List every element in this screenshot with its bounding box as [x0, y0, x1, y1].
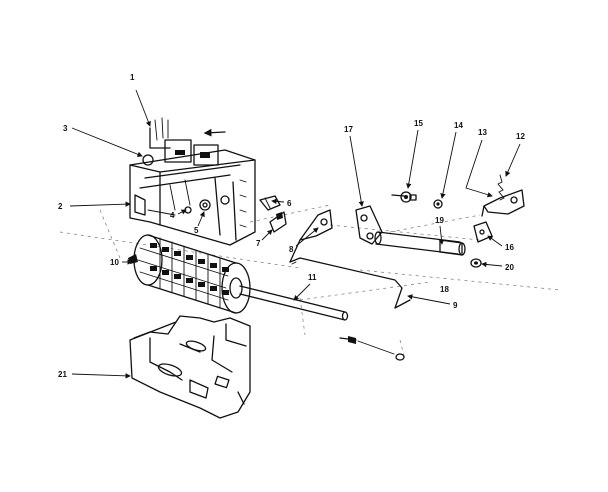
callout-1: 1 [130, 73, 135, 82]
callout-2: 2 [58, 202, 63, 211]
callout-labels: 1 2 3 4 5 6 7 8 9 10 11 12 13 14 15 16 1… [58, 73, 525, 379]
callout-19: 19 [435, 216, 444, 225]
callout-9: 9 [453, 301, 458, 310]
spring-part-12 [497, 174, 505, 201]
link-plate-part-8 [289, 209, 333, 263]
plate-part-18 [473, 221, 493, 243]
mounting-plate-part-17 [355, 205, 383, 245]
callout-6: 6 [287, 199, 292, 208]
callout-11: 11 [308, 273, 317, 282]
assembly-guide-lines [59, 204, 561, 361]
callout-8: 8 [289, 245, 294, 254]
callout-3: 3 [63, 124, 68, 133]
callout-16: 16 [505, 243, 514, 252]
callout-4: 4 [170, 211, 175, 220]
callout-14: 14 [454, 121, 463, 130]
leader-lines [69, 89, 521, 379]
callout-21: 21 [58, 370, 67, 379]
callout-7: 7 [256, 239, 261, 248]
rotor-drum-part-10 [128, 234, 349, 321]
pivot-shaft-part-19 [374, 231, 466, 256]
callout-20: 20 [505, 263, 514, 272]
callout-13: 13 [478, 128, 487, 137]
bracket-part-7 [269, 211, 287, 233]
callout-18: 18 [440, 285, 449, 294]
motor-frame-assembly [129, 117, 256, 246]
callout-10: 10 [110, 258, 119, 267]
clip-part-6 [259, 195, 281, 211]
lever-bracket-part-13 [481, 189, 525, 217]
bottom-screw [339, 336, 405, 361]
wire-rod-part-9 [289, 257, 411, 309]
washer-part-14 [433, 199, 443, 209]
callout-12: 12 [516, 132, 525, 141]
lower-cover-part-21 [129, 315, 251, 419]
screw-part-15 [391, 191, 417, 203]
callout-15: 15 [414, 119, 423, 128]
callout-17: 17 [344, 125, 353, 134]
callout-5: 5 [194, 226, 199, 235]
nut-part-20 [470, 258, 482, 268]
